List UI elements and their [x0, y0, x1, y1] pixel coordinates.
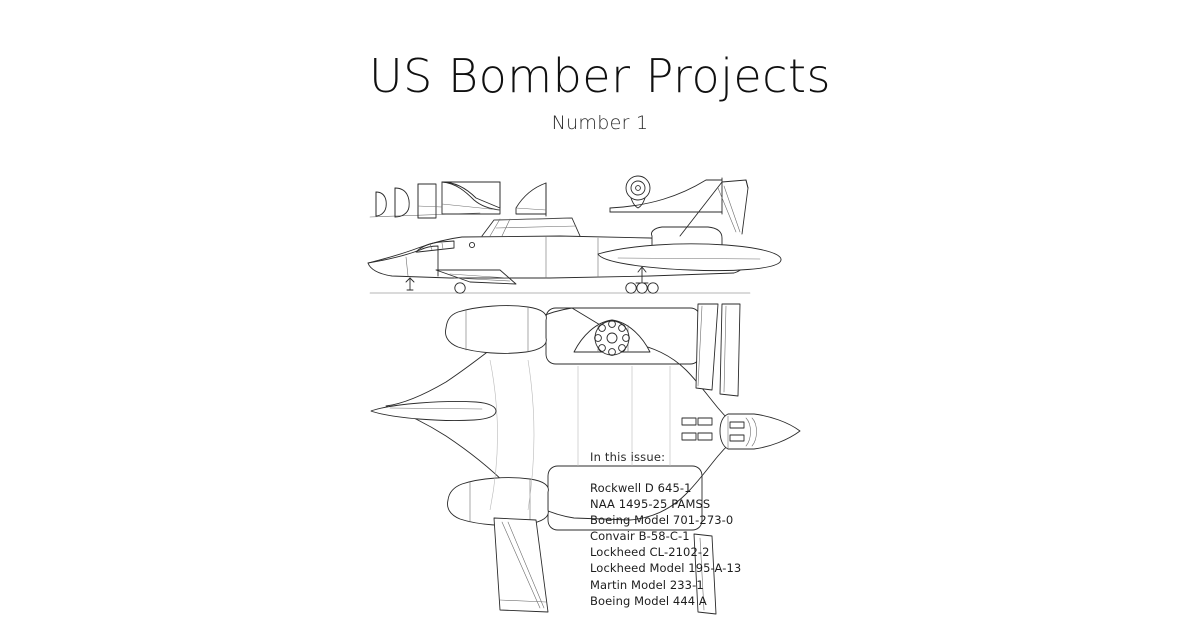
contents-heading: In this issue:	[590, 450, 666, 464]
list-item: Boeing Model 444 A	[590, 593, 707, 608]
list-item: NAA 1495-25 PAMSS	[590, 497, 711, 512]
cockpit-windows	[415, 240, 455, 253]
list-item: Convair B-58-C-1	[590, 529, 690, 544]
outboard-fin-lower	[693, 533, 717, 615]
list-item: Rockwell D 645-1	[590, 481, 692, 495]
forward-fuselage-pod	[681, 413, 801, 450]
lower-bay	[547, 465, 703, 531]
left-wingtip-pod	[370, 401, 497, 421]
forward-gear-wheel	[454, 282, 466, 294]
nose-landing-gear	[405, 277, 415, 291]
horizontal-stabilizer	[597, 243, 782, 272]
left-engine-nacelle	[445, 305, 547, 354]
list-item: Lockheed Model 195-A-13	[590, 561, 742, 576]
title-block: US Bomber Projects Number 1	[0, 49, 1200, 135]
planform-top-view	[370, 303, 801, 615]
aircraft-illustration	[350, 160, 850, 630]
turbofan-engine-face	[573, 319, 651, 356]
aircraft-drawing-svg	[367, 175, 801, 615]
list-item: Lockheed CL-2102-2	[590, 545, 710, 560]
outboard-fin-upper-2	[719, 303, 741, 397]
side-elevation	[367, 179, 782, 294]
page-title: US Bomber Projects	[369, 49, 831, 103]
contents-block: In this issue: Rockwell D 645-1 NAA 1495…	[590, 450, 850, 609]
ventral-strake	[493, 517, 549, 613]
issue-subtitle: Number 1	[551, 112, 649, 135]
main-landing-gear-bogies	[625, 266, 659, 294]
list-item: Martin Model 233-1	[590, 577, 704, 592]
inlet-section-view	[609, 175, 723, 215]
blended-wing-body	[385, 307, 747, 521]
contents-list: Rockwell D 645-1 NAA 1495-25 PAMSS Boein…	[590, 480, 850, 609]
list-item: Boeing Model 701-273-0	[590, 513, 734, 528]
outboard-fin-upper	[695, 303, 719, 391]
fuselage-cross-sections	[369, 181, 547, 219]
